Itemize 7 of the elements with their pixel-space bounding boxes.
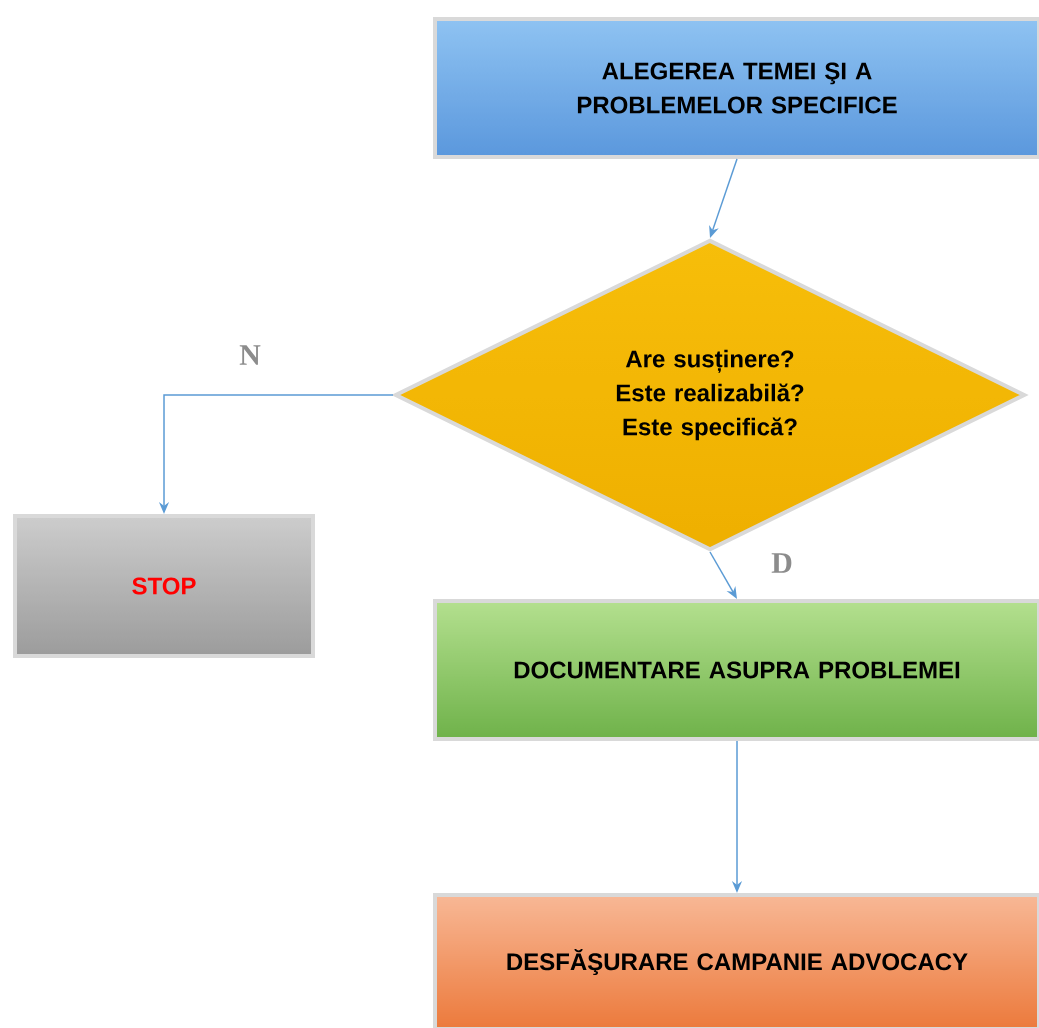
arrow (709, 551, 737, 599)
process-box: DESFĂŞURARE CAMPANIE ADVOCACY (433, 893, 1039, 1028)
stop-box: STOP (13, 514, 315, 658)
process-box: ALEGEREA TEMEI ŞI A PROBLEMELOR SPECIFICE (433, 17, 1039, 159)
process-box: DOCUMENTARE ASUPRA PROBLEMEI (433, 599, 1039, 741)
edge-label: N (237, 343, 263, 367)
edge-label: D (769, 551, 795, 575)
